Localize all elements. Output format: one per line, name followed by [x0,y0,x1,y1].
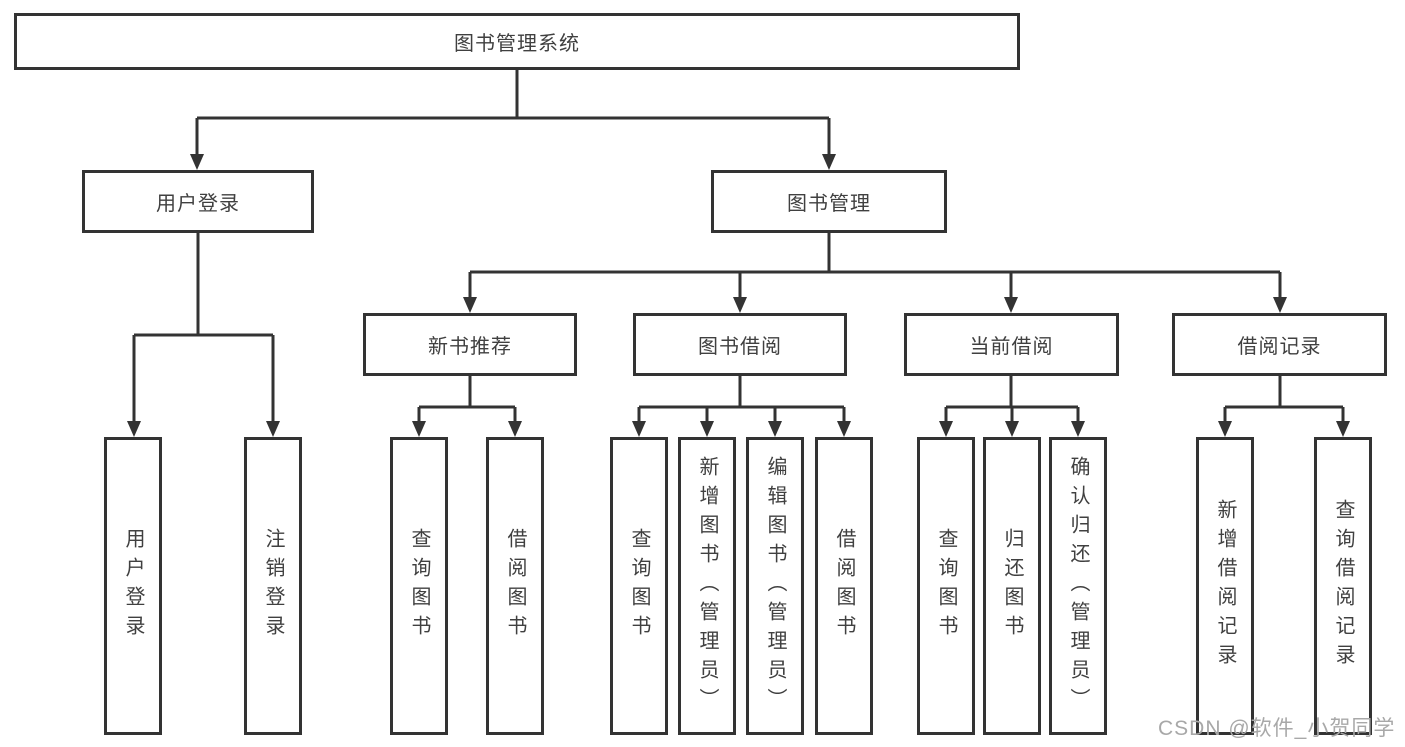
arrow-icon [1005,421,1019,437]
arrow-icon [1336,421,1350,437]
leaf-confirm-return-admin: 确认归还（管理员） [1049,437,1107,735]
leaf-label: 查询图书 [628,528,650,644]
leaf-borrow-books-recommend: 借阅图书 [486,437,544,735]
node-label: 用户登录 [156,193,240,215]
arrow-icon [266,421,280,437]
arrow-icon [700,421,714,437]
arrow-icon [939,421,953,437]
leaf-user-login: 用户登录 [104,437,162,735]
arrow-icon [127,421,141,437]
leaf-label: 编辑图书（管理员） [764,455,786,717]
leaf-logout: 注销登录 [244,437,302,735]
arrow-icon [412,421,426,437]
arrow-icon [768,421,782,437]
leaf-query-books-borrow: 查询图书 [610,437,668,735]
arrow-icon [837,421,851,437]
arrow-icon [1071,421,1085,437]
leaf-label: 归还图书 [1001,528,1023,644]
node-current-borrow: 当前借阅 [904,313,1119,376]
leaf-label: 借阅图书 [833,528,855,644]
leaf-query-books-current: 查询图书 [917,437,975,735]
leaf-query-borrow-record: 查询借阅记录 [1314,437,1372,735]
arrow-icon [463,297,477,313]
leaf-add-borrow-record: 新增借阅记录 [1196,437,1254,735]
leaf-add-books-admin: 新增图书（管理员） [678,437,736,735]
leaf-edit-books-admin: 编辑图书（管理员） [746,437,804,735]
leaf-label: 确认归还（管理员） [1067,455,1089,717]
leaf-label: 注销登录 [262,528,284,644]
node-new-book-recommend: 新书推荐 [363,313,577,376]
csdn-watermark: CSDN @软件_小贺同学 [1158,717,1396,740]
node-label: 当前借阅 [969,336,1054,358]
node-label: 新书推荐 [428,336,512,358]
leaf-label: 借阅图书 [504,528,526,644]
leaf-label: 查询图书 [935,528,957,644]
arrow-icon [822,154,836,170]
leaf-label: 用户登录 [122,528,144,644]
leaf-query-books-recommend: 查询图书 [390,437,448,735]
arrow-icon [632,421,646,437]
arrow-icon [1004,297,1018,313]
connector-edges [132,70,1345,423]
arrow-icon [1218,421,1232,437]
node-label: 借阅记录 [1237,336,1322,358]
leaf-label: 新增图书（管理员） [696,455,718,717]
node-user-login: 用户登录 [82,170,314,233]
leaf-borrow-books: 借阅图书 [815,437,873,735]
node-book-management: 图书管理 [711,170,947,233]
leaf-label: 新增借阅记录 [1214,499,1236,673]
arrow-icon [190,154,204,170]
node-book-borrow: 图书借阅 [633,313,847,376]
leaf-return-books: 归还图书 [983,437,1041,735]
node-borrow-records: 借阅记录 [1172,313,1387,376]
arrow-icon [508,421,522,437]
node-label: 图书借阅 [698,336,782,358]
leaf-label: 查询借阅记录 [1332,499,1354,673]
node-label: 图书管理 [787,193,871,215]
arrow-icon [1273,297,1287,313]
arrow-icon [733,297,747,313]
node-root: 图书管理系统 [14,13,1020,70]
arrowheads [127,154,1350,437]
node-root-label: 图书管理系统 [454,33,580,55]
leaf-label: 查询图书 [408,528,430,644]
